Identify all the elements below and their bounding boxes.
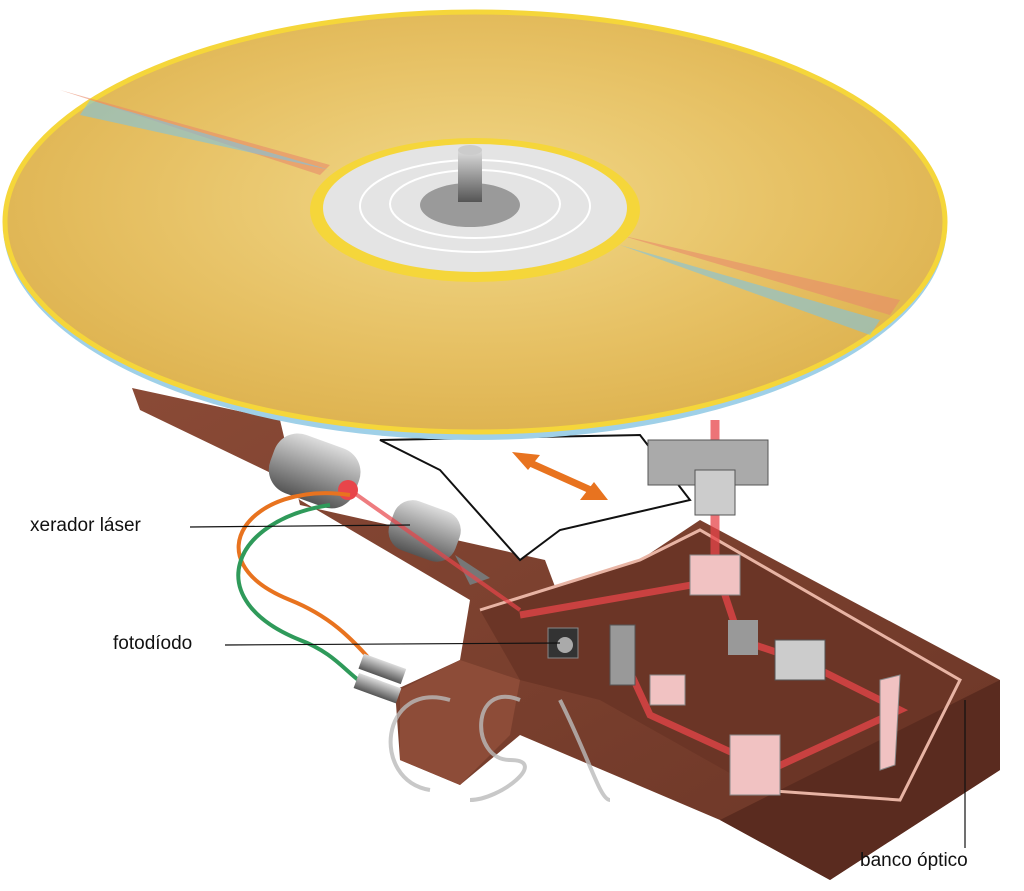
spindle [458, 150, 482, 202]
fiber-green [236, 503, 376, 692]
label-laser-generator: xerador láser [30, 515, 141, 536]
label-photodiode: fotodíodo [113, 633, 193, 654]
optical-components [547, 439, 901, 796]
fiber-orange [236, 491, 382, 672]
watermark [388, 695, 611, 802]
laser-generator [268, 433, 522, 612]
ribbon-cable [379, 433, 692, 562]
label-optical-bench: banco óptico [860, 850, 968, 871]
compact-disc [2, 9, 948, 440]
movement-arrow [512, 452, 608, 500]
